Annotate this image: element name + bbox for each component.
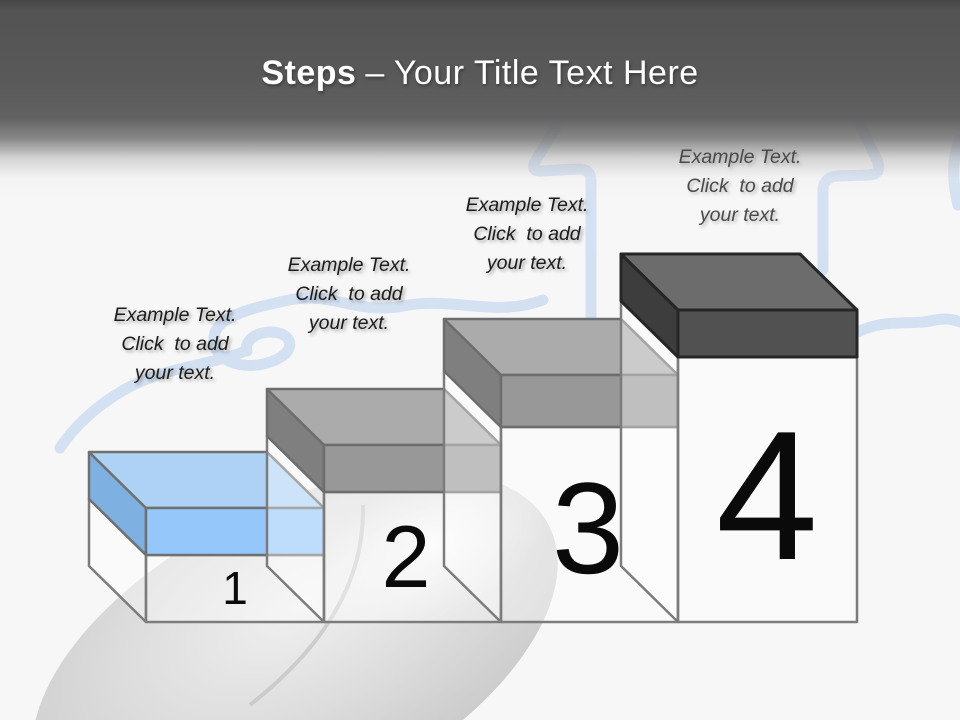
title-separator: – xyxy=(365,54,385,92)
doodle-left-wave-curl xyxy=(208,292,549,371)
caption-line: your text. xyxy=(486,252,568,274)
step-2-cap-front xyxy=(322,443,503,494)
step-caption[interactable]: Example Text. Click to add your text. xyxy=(75,301,275,388)
step-3 xyxy=(442,317,680,624)
caption-line: Click to add xyxy=(473,223,581,245)
step-3-cap-front xyxy=(499,373,680,429)
caption-line: your text. xyxy=(308,312,390,334)
mouse-seam xyxy=(248,504,366,707)
step-2-column-front xyxy=(322,490,503,624)
doodle-bottom-right-wave xyxy=(852,313,960,338)
caption-line: Click to add xyxy=(295,283,403,305)
caption-line: Example Text. xyxy=(678,146,802,168)
step-3-column-front xyxy=(499,425,680,624)
title-band: Steps–Your Title Text Here xyxy=(0,0,960,210)
slide-title[interactable]: Steps–Your Title Text Here xyxy=(0,54,960,93)
step-4-column-front xyxy=(676,355,859,624)
caption-line: Example Text. xyxy=(287,254,411,276)
caption-line: your text. xyxy=(134,362,216,384)
title-emphasis: Steps xyxy=(261,54,357,92)
step-1 xyxy=(87,450,326,624)
caption-line: Click to add xyxy=(686,175,794,197)
step-2 xyxy=(265,387,503,624)
step-4-cap-front xyxy=(676,308,859,359)
doodle-left-tail xyxy=(54,346,249,454)
title-text: Your Title Text Here xyxy=(393,54,699,92)
caption-line: Click to add xyxy=(121,333,229,355)
step-4 xyxy=(619,252,859,624)
step-caption[interactable]: Example Text. Click to add your text. xyxy=(249,251,449,338)
caption-line: Example Text. xyxy=(465,194,589,216)
caption-line: Example Text. xyxy=(113,304,237,326)
step-caption[interactable]: Example Text. Click to add your text. xyxy=(427,191,627,278)
step-caption[interactable]: Example Text. Click to add your text. xyxy=(640,143,840,230)
step-number: 1 xyxy=(222,562,248,614)
mouse-highlight xyxy=(315,459,549,631)
caption-line: your text. xyxy=(699,204,781,226)
step-number: 3 xyxy=(551,455,625,601)
step-number: 4 xyxy=(715,392,819,598)
step-number: 2 xyxy=(381,507,431,606)
